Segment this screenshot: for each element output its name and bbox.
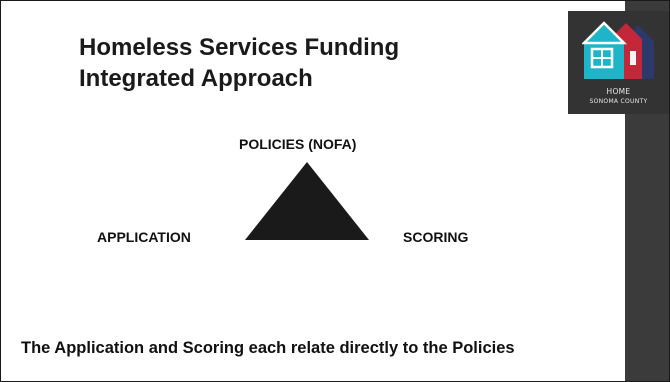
triangle-polygon — [245, 162, 369, 240]
triangle-shape — [245, 162, 369, 240]
logo-text-home: HOME — [606, 87, 631, 96]
scoring-label: SCORING — [403, 229, 469, 245]
houses-logo-icon — [582, 21, 654, 79]
logo-text-county: SONOMA COUNTY — [589, 98, 648, 105]
policies-label: POLICIES (NOFA) — [239, 136, 357, 152]
slide-title: Homeless Services Funding Integrated App… — [79, 32, 399, 94]
footer-statement: The Application and Scoring each relate … — [21, 339, 515, 357]
logo: HOME SONOMA COUNTY — [568, 11, 669, 114]
application-label: APPLICATION — [97, 229, 191, 245]
slide-title-line2: Integrated Approach — [79, 65, 313, 92]
slide-title-line1: Homeless Services Funding — [79, 34, 400, 61]
